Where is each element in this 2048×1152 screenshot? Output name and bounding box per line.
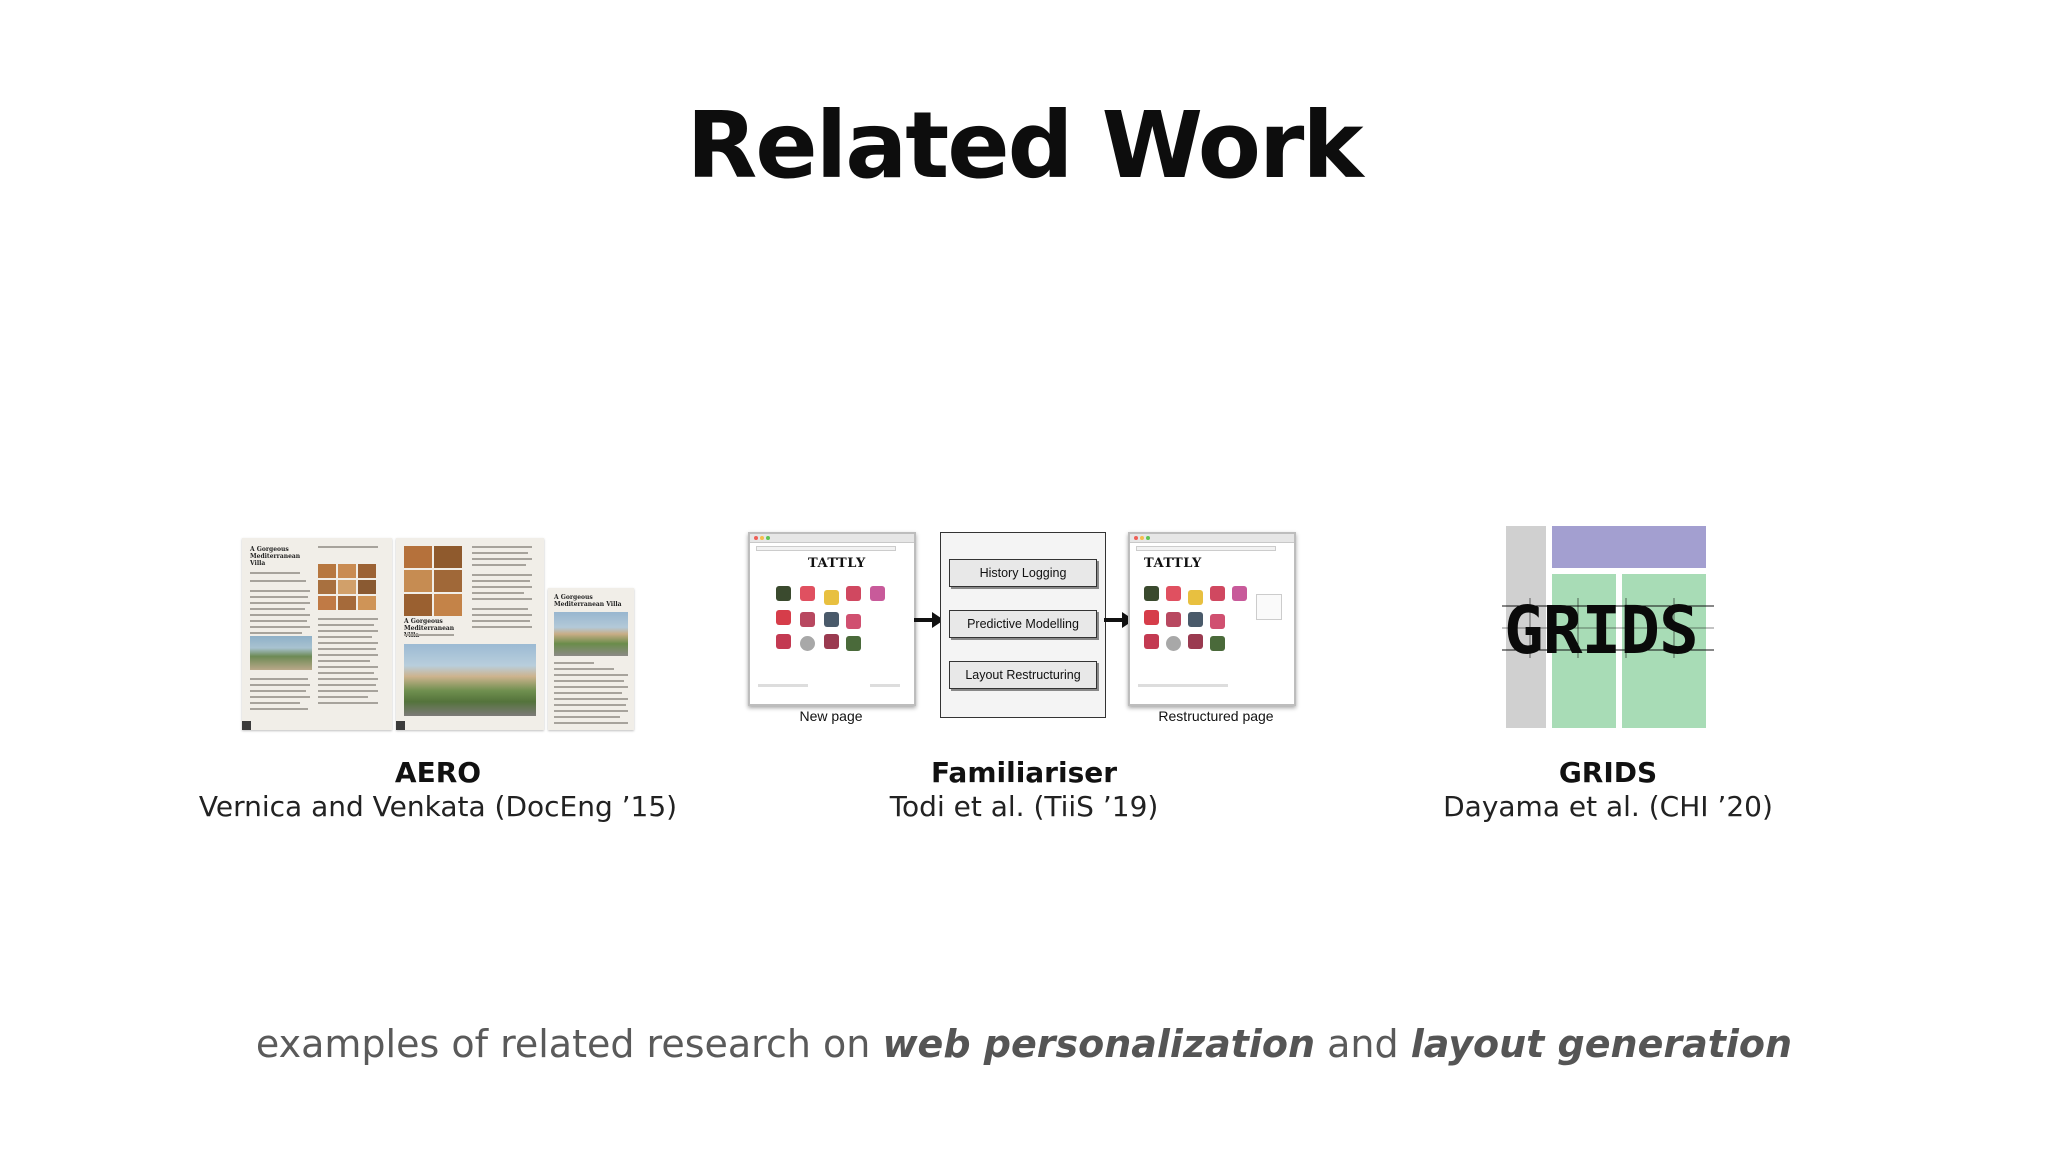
layout-restructuring-step: Layout Restructuring: [949, 661, 1097, 689]
subtitle-emphasis-web-personalization: web personalization: [882, 1022, 1316, 1066]
aero-house-photo: [250, 636, 312, 670]
aero-figure: A Gorgeous Mediterranean Villa: [240, 536, 640, 732]
familiariser-figure: TATTLY New page History Logging Predicti…: [746, 528, 1302, 728]
aero-heading: A Gorgeous Mediterranean Villa: [250, 546, 301, 567]
aero-heading-3: A Gorgeous Mediterranean Villa: [554, 594, 622, 608]
history-logging-step: History Logging: [949, 559, 1097, 587]
grids-guide-lines: [1502, 598, 1714, 658]
subtitle-emphasis-layout-generation: layout generation: [1410, 1022, 1793, 1066]
predictive-modelling-step: Predictive Modelling: [949, 610, 1097, 638]
grids-gray-block: [1506, 526, 1546, 728]
grids-purple-block: [1552, 526, 1706, 568]
tattly-logo: TATTLY: [1144, 556, 1202, 571]
grids-green-block-left: [1552, 574, 1616, 728]
restructured-page-screenshot: TATTLY: [1128, 532, 1296, 706]
aero-page-marker: [242, 721, 251, 730]
aero-citation: Vernica and Venkata (DocEng ’15): [198, 790, 678, 823]
familiariser-citation: Todi et al. (TiiS ’19): [889, 790, 1159, 823]
grids-figure: GRIDS: [1502, 526, 1714, 730]
grids-green-block-right: [1622, 574, 1706, 728]
slide-subtitle: examples of related research on web pers…: [0, 1022, 2048, 1066]
arrow-right-icon: [914, 612, 944, 628]
process-box: History Logging Predictive Modelling Lay…: [940, 532, 1106, 718]
aero-page-right: A Gorgeous Mediterranean Villa: [548, 588, 634, 730]
new-page-label: New page: [799, 708, 863, 724]
grids-citation: Dayama et al. (CHI ’20): [1443, 790, 1773, 823]
new-page-screenshot: TATTLY: [748, 532, 916, 706]
aero-name: AERO: [394, 756, 482, 789]
grids-logo-text: GRIDS: [1504, 592, 1699, 669]
slide-title: Related Work: [686, 92, 1363, 199]
grids-name: GRIDS: [1558, 756, 1658, 789]
tattly-logo: TATTLY: [808, 556, 866, 571]
familiariser-name: Familiariser: [930, 756, 1118, 789]
subtitle-prefix: examples of related research on: [255, 1022, 883, 1066]
subtitle-middle: and: [1315, 1022, 1411, 1066]
aero-villa-photo: [404, 644, 536, 716]
aero-page-middle: A Gorgeous Mediterranean Villa: [396, 538, 544, 730]
restructured-page-label: Restructured page: [1158, 708, 1274, 724]
aero-page-left: A Gorgeous Mediterranean Villa: [242, 538, 392, 730]
